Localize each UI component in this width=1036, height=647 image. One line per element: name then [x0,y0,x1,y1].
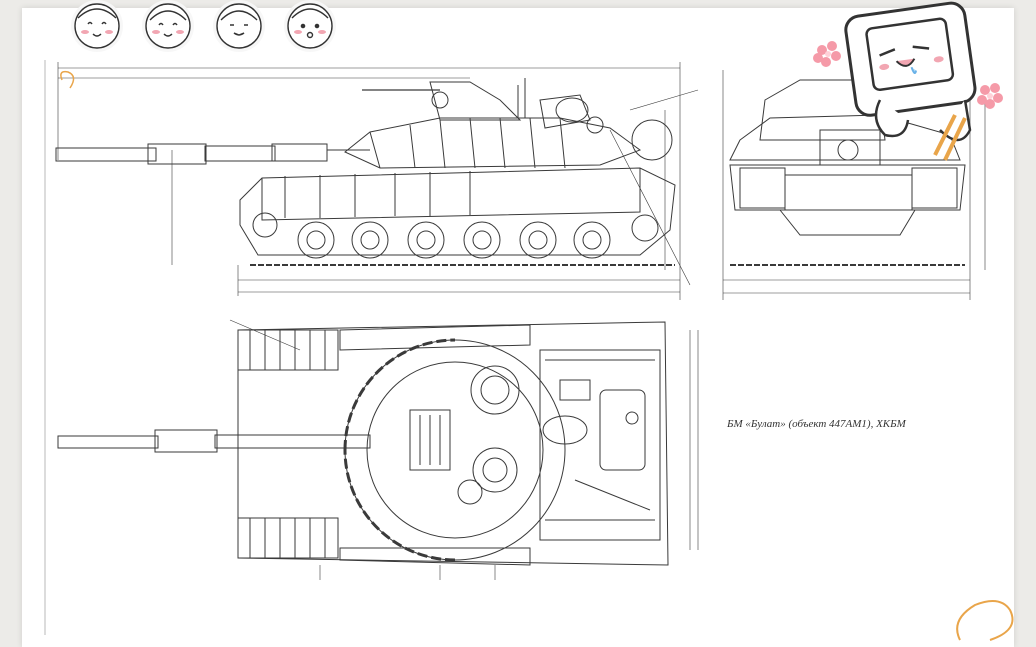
flower-icon [977,83,1003,109]
cartoon-face-sticker [71,0,123,52]
tank-top-view [57,319,699,580]
tank-side-view [55,62,699,300]
tofu-mascot-sticker [844,1,977,161]
chopsticks-icon [933,114,957,156]
cartoon-faces-row [71,0,336,52]
cartoon-face-sticker [142,0,194,52]
cartoon-face-sticker [213,0,265,52]
orange-scribble-decoration [956,600,1014,641]
sheet-margin-line [44,60,46,635]
cartoon-face-sticker [284,0,336,52]
flower-icon [813,41,841,67]
orange-scribble-decoration [60,70,75,89]
blueprint-caption: БМ «Булат» (объект 447АМ1), ХКБМ [727,418,906,430]
